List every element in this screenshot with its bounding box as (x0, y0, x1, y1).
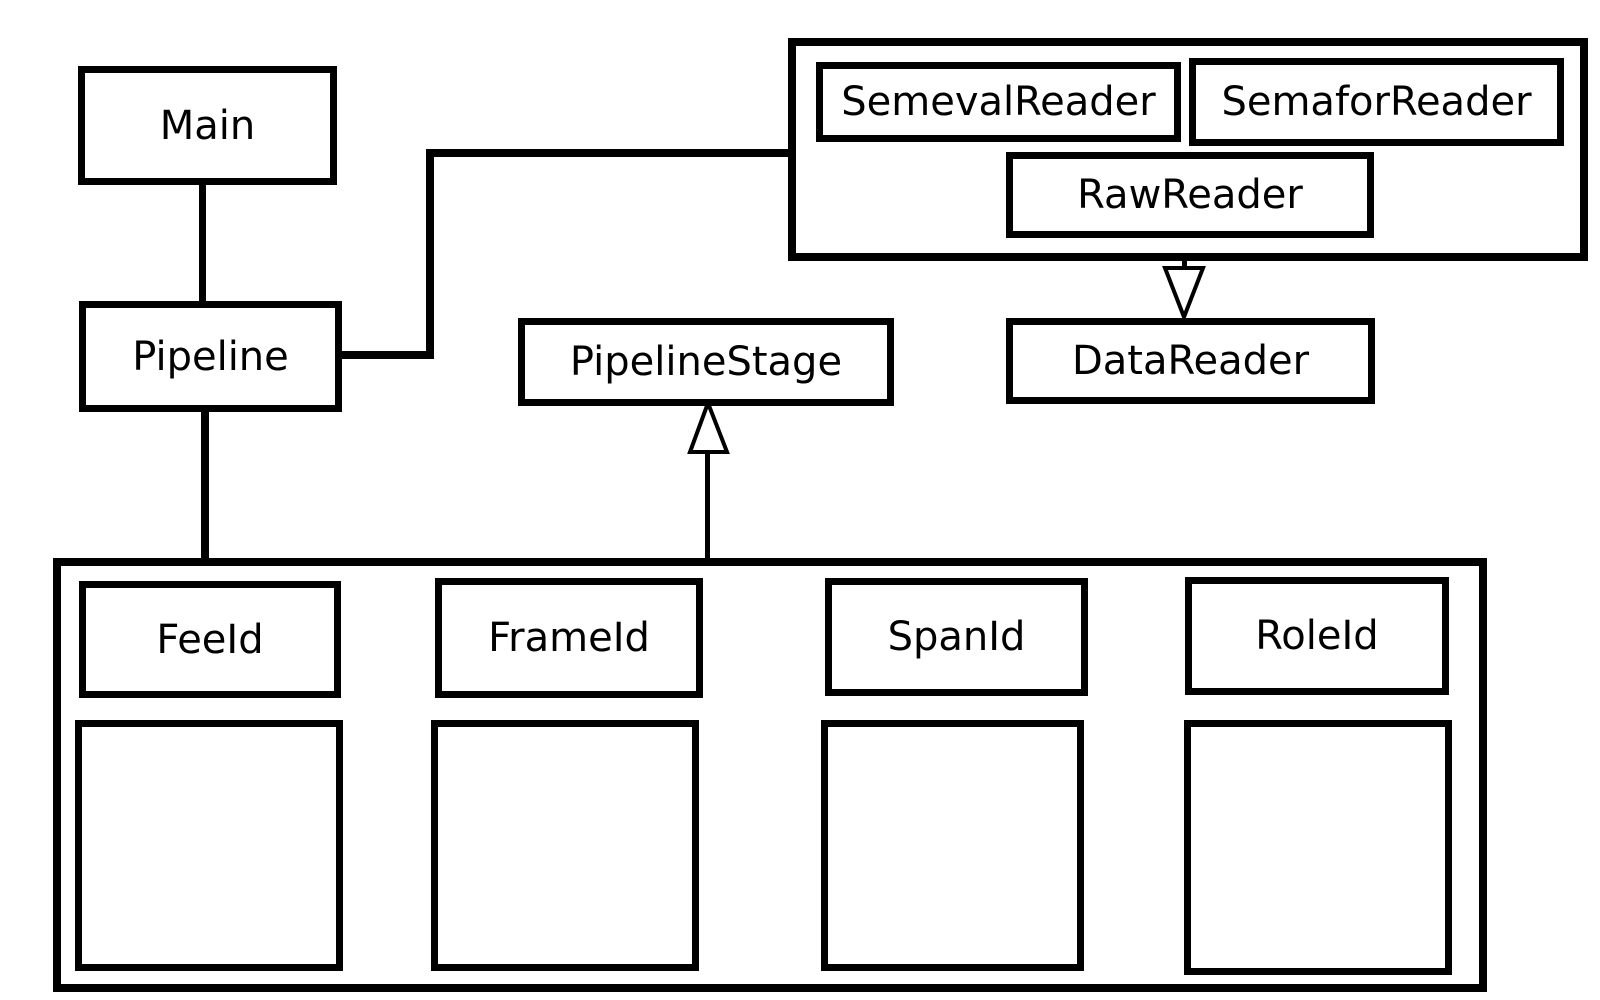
node-semeval-reader-label: SemevalReader (841, 79, 1156, 125)
node-pipeline-stage-label: PipelineStage (569, 339, 843, 385)
role-id-empty-box (1184, 720, 1452, 975)
node-pipeline-stage: PipelineStage (518, 318, 894, 406)
inheritance-arrow-down-datareader (1162, 266, 1206, 321)
edge-pipeline-readers-v (426, 149, 434, 359)
node-role-id: RoleId (1185, 577, 1449, 695)
node-role-id-label: RoleId (1255, 613, 1379, 659)
span-id-empty-box (821, 720, 1084, 971)
node-raw-reader-label: RawReader (1077, 172, 1303, 218)
edge-pipeline-readers-h2 (426, 149, 792, 157)
fee-id-empty-box (75, 720, 343, 971)
node-raw-reader: RawReader (1006, 152, 1374, 238)
edge-stages-pipelinestage-line (705, 450, 710, 566)
node-semafor-reader-label: SemaforReader (1221, 79, 1532, 125)
node-data-reader-label: DataReader (1071, 338, 1310, 384)
frame-id-empty-box (431, 720, 699, 971)
edge-pipeline-stages-group (201, 406, 209, 566)
node-main: Main (78, 66, 337, 185)
node-fee-id-label: FeeId (156, 616, 264, 663)
node-span-id-label: SpanId (887, 614, 1026, 660)
node-main-label: Main (159, 102, 256, 149)
node-frame-id: FrameId (435, 578, 703, 698)
node-span-id: SpanId (825, 578, 1088, 696)
node-frame-id-label: FrameId (488, 615, 650, 661)
node-semafor-reader: SemaforReader (1189, 58, 1564, 146)
edge-readers-datareader-stub (1182, 257, 1187, 271)
node-data-reader: DataReader (1006, 318, 1375, 404)
node-pipeline: Pipeline (79, 301, 342, 412)
node-semeval-reader: SemevalReader (816, 62, 1181, 142)
edge-main-pipeline (199, 182, 206, 305)
node-pipeline-label: Pipeline (132, 333, 289, 380)
node-fee-id: FeeId (79, 581, 341, 698)
edge-pipeline-readers-h1 (338, 351, 434, 359)
inheritance-arrow-up-pipelinestage (687, 400, 730, 454)
